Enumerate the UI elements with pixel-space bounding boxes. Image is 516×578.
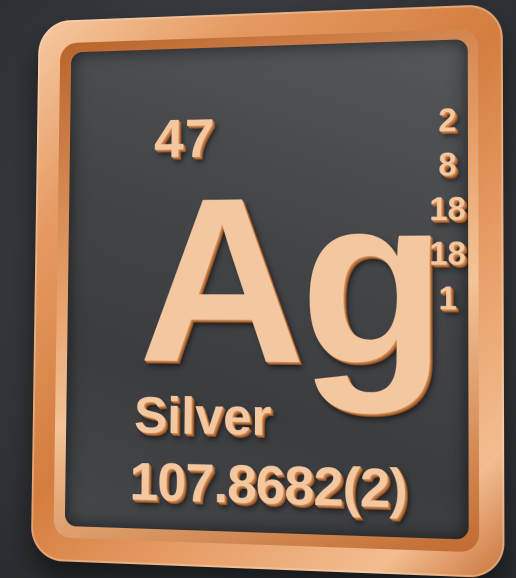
electron-shells: 2 8 18 18 1 (419, 97, 469, 321)
element-symbol: Ag (137, 146, 441, 416)
electron-shell: 2 (438, 101, 457, 139)
atomic-mass: 107.8682(2) (129, 451, 407, 520)
electron-shell: 1 (438, 279, 457, 317)
tile-face: 47 Ag Silver 107.8682(2) 2 8 18 18 1 (64, 39, 469, 540)
electron-shell: 18 (429, 235, 466, 272)
element-tile: 47 Ag Silver 107.8682(2) 2 8 18 18 1 (30, 3, 505, 578)
electron-shell: 8 (438, 146, 457, 183)
electron-shell: 18 (429, 190, 466, 228)
element-name: Silver (133, 386, 272, 448)
